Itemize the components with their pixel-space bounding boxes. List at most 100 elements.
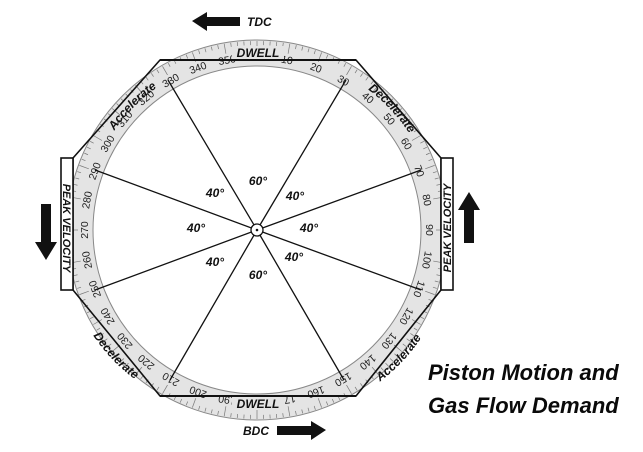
degree-tick: [346, 384, 352, 394]
degree-tick: [295, 410, 297, 415]
spoke-210: [169, 229, 258, 381]
caption-line-1: Piston Motion and: [428, 360, 619, 385]
peak-bar-left: [60, 157, 74, 291]
degree-tick: [432, 171, 437, 174]
spoke-330: [167, 79, 258, 231]
degree-tick: [287, 43, 291, 54]
degree-label-270: 270: [79, 221, 91, 239]
degree-tick: [162, 384, 168, 394]
tdc-label: TDC: [247, 15, 272, 29]
degree-tick: [111, 108, 121, 116]
degree-tick: [210, 46, 213, 51]
degree-label-260: 260: [80, 250, 95, 269]
angle-label-upper-right: 40°: [285, 189, 304, 203]
degree-tick: [420, 316, 425, 320]
degree-tick: [434, 177, 439, 180]
degree-tick: [313, 405, 316, 410]
degree-tick: [394, 353, 398, 357]
degree-tick: [81, 158, 86, 162]
spokes: [94, 79, 422, 381]
degree-tick: [217, 410, 219, 415]
angle-label-right: 40°: [299, 221, 318, 235]
degree-tick: [210, 409, 213, 414]
degree-tick: [295, 45, 297, 50]
dwell-label-bg-bottom: [232, 397, 284, 410]
degree-tick: [307, 407, 310, 412]
degree-tick: [179, 398, 183, 403]
angle-label-upper-left: 40°: [205, 186, 224, 200]
degree-tick: [360, 73, 363, 77]
peak-velocity-label-left: PEAK VELOCITY: [60, 184, 72, 274]
degree-tick: [204, 407, 207, 412]
degree-label-90: 90: [423, 224, 435, 236]
degree-tick: [436, 183, 441, 186]
spoke-290: [94, 169, 258, 231]
degree-tick: [140, 375, 144, 380]
degree-tick: [73, 183, 78, 186]
degree-tick: [93, 319, 103, 325]
degree-tick: [167, 62, 171, 67]
degree-tick: [287, 406, 291, 417]
degree-tick: [385, 362, 389, 367]
degree-tick: [370, 80, 374, 85]
degree-tick: [73, 274, 78, 277]
angle-label-top: 60°: [249, 174, 267, 188]
degree-tick: [93, 135, 103, 141]
degree-tick: [301, 46, 304, 51]
degree-tick: [425, 152, 430, 156]
degree-tick: [79, 290, 89, 295]
degree-tick: [151, 73, 154, 77]
degree-tick: [96, 327, 101, 331]
degree-tick: [301, 409, 304, 414]
peak-velocity-label-right: PEAK VELOCITY: [442, 182, 454, 272]
degree-tick: [103, 338, 108, 342]
spoke-30: [256, 79, 347, 231]
degree-tick: [107, 343, 112, 347]
degree-tick: [432, 286, 437, 289]
degree-tick: [116, 353, 120, 357]
degree-tick: [230, 413, 232, 418]
degree-tick: [410, 333, 414, 336]
degree-tick: [192, 398, 197, 408]
degree-tick: [423, 146, 428, 150]
bdc-label: BDC: [243, 424, 269, 438]
degree-label-280: 280: [80, 190, 95, 209]
angle-label-lower-left: 40°: [205, 255, 224, 269]
degree-tick: [145, 76, 149, 81]
degree-tick: [406, 338, 411, 342]
degree-label-100: 100: [419, 250, 434, 269]
degree-tick: [185, 54, 189, 59]
angle-label-bottom: 60°: [249, 268, 267, 282]
degree-tick: [325, 54, 329, 59]
peak-bar-right: [440, 157, 454, 291]
degree-tick: [389, 358, 394, 362]
degree-tick: [325, 401, 329, 406]
spoke-250: [94, 229, 258, 291]
spoke-70: [256, 169, 422, 231]
degree-tick: [436, 274, 441, 277]
degree-tick: [130, 367, 134, 371]
dwell-label-top: DWELL: [237, 46, 280, 60]
degree-tick: [75, 177, 80, 180]
degree-label-80: 80: [419, 193, 433, 207]
degree-tick: [346, 66, 352, 76]
degree-label-290: 290: [87, 161, 104, 182]
degree-tick: [413, 327, 418, 331]
angle-label-left: 40°: [186, 221, 205, 235]
degree-tick: [425, 165, 435, 170]
degree-tick: [434, 280, 439, 283]
degree-tick: [89, 140, 94, 144]
degree-tick: [162, 66, 168, 76]
degree-tick: [100, 333, 104, 336]
degree-tick: [360, 383, 363, 387]
arrow-up-icon: [458, 192, 480, 243]
arrow-left-icon: [192, 12, 240, 31]
degree-tick: [77, 171, 82, 174]
degree-tick: [217, 45, 219, 50]
dwell-label-bg-top: [232, 46, 284, 59]
degree-tick: [425, 290, 435, 295]
degree-label-250: 250: [87, 278, 104, 299]
degree-label-60: 60: [398, 136, 414, 152]
degree-tick: [317, 398, 322, 408]
